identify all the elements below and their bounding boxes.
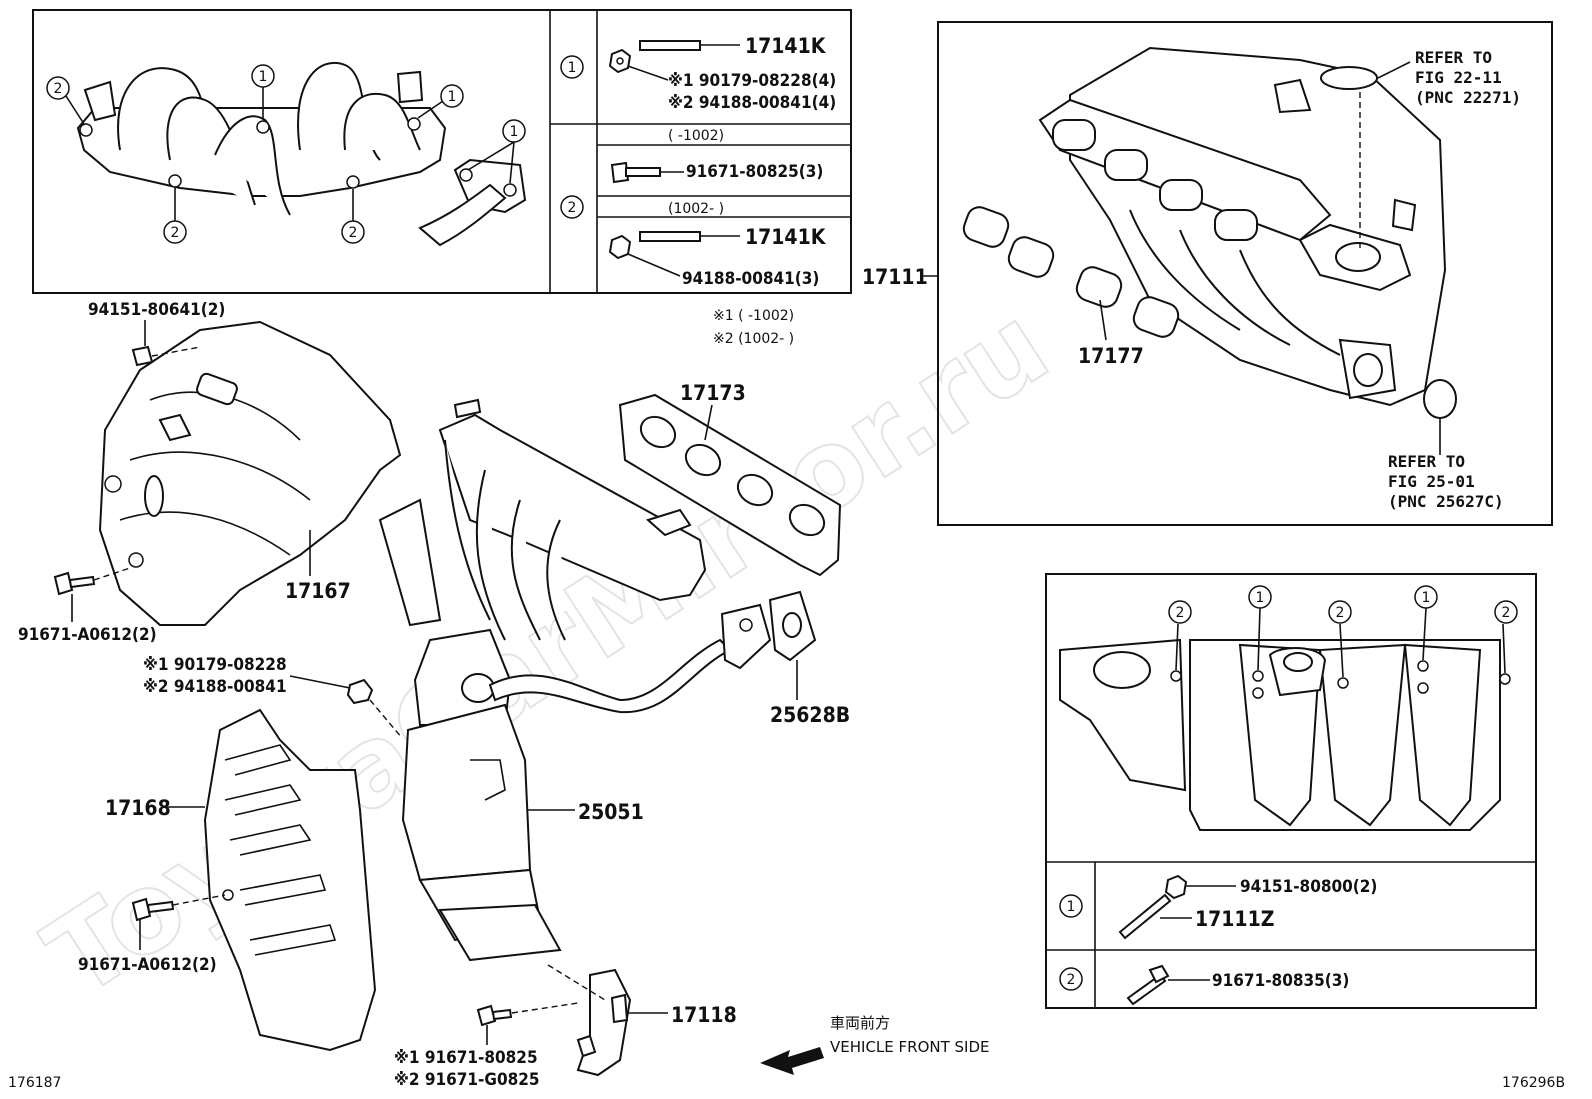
refer2-l2: FIG 25-01 xyxy=(1388,472,1475,491)
figure-id-right: 176296B xyxy=(1502,1075,1565,1091)
label-17118: 17118 xyxy=(671,1003,737,1027)
label-94188-00841: ※2 94188-00841 xyxy=(143,677,287,697)
svg-text:1: 1 xyxy=(1256,590,1265,606)
label-91671-80825-3: 91671-80825(3) xyxy=(686,162,823,182)
label-94188-4: ※2 94188-00841(4) xyxy=(668,93,836,113)
bracket-17118 xyxy=(547,964,632,1077)
figure-id-left: 176187 xyxy=(8,1075,61,1091)
svg-text:2: 2 xyxy=(1176,605,1185,621)
refer1-l2: FIG 22-11 xyxy=(1415,68,1502,87)
svg-text:1: 1 xyxy=(259,69,268,85)
label-17168: 17168 xyxy=(105,796,171,820)
footnote-1: ※1 ( -1002) xyxy=(713,308,794,324)
gasket-17173 xyxy=(618,393,842,577)
label-17111Z: 17111Z xyxy=(1195,907,1274,931)
o-ring-top xyxy=(1320,66,1378,90)
bolt-layout-drawing xyxy=(1059,607,1511,831)
label-25051: 25051 xyxy=(578,800,644,824)
refer2-l3: (PNC 25627C) xyxy=(1388,492,1504,511)
label-94188-3: 94188-00841(3) xyxy=(682,269,819,289)
nut-90179 xyxy=(346,678,374,705)
bolt-91671-A0612-a xyxy=(53,571,74,596)
svg-text:1: 1 xyxy=(510,124,519,140)
svg-text:1: 1 xyxy=(448,89,457,105)
svg-text:1: 1 xyxy=(568,60,577,76)
label-17173: 17173 xyxy=(680,381,746,405)
label-91671-80835: 91671-80835(3) xyxy=(1212,971,1349,991)
heat-insulator-17168 xyxy=(203,708,377,1052)
label-17177: 17177 xyxy=(1078,344,1144,368)
exhaust-manifold-25051 xyxy=(378,398,772,962)
o-ring-bottom xyxy=(1423,379,1457,419)
bottom-table: 1 2 94151-80800(2) 17111Z 91671-80835(3) xyxy=(1059,874,1377,1006)
label-91671-A0612-b: 91671-A0612(2) xyxy=(78,955,217,975)
refer1-l1: REFER TO xyxy=(1415,48,1492,67)
refer2-l1: REFER TO xyxy=(1388,452,1465,471)
svg-text:2: 2 xyxy=(349,225,358,241)
svg-text:2: 2 xyxy=(54,81,63,97)
label-17111: 17111 xyxy=(862,265,928,289)
svg-text:2: 2 xyxy=(568,200,577,216)
label-17141K-a: 17141K xyxy=(745,34,827,58)
footnote-2: ※2 (1002- ) xyxy=(713,331,794,347)
svg-text:1: 1 xyxy=(1067,899,1076,915)
intake-manifold-box xyxy=(937,21,1553,526)
inset-manifold-drawing xyxy=(65,61,527,247)
svg-text:2: 2 xyxy=(171,225,180,241)
refer1-l3: (PNC 22271) xyxy=(1415,88,1521,107)
direction-jp: 車両前方 xyxy=(830,1014,890,1032)
svg-text:2: 2 xyxy=(1067,972,1076,988)
range-b: (1002- ) xyxy=(668,201,724,217)
bolt-91671-A0612-b xyxy=(131,897,152,922)
label-94151-80641: 94151-80641(2) xyxy=(88,300,225,320)
label-25628B: 25628B xyxy=(770,703,850,727)
svg-text:2: 2 xyxy=(1502,605,1511,621)
vehicle-front-arrow xyxy=(760,1047,824,1075)
gasket-17177 xyxy=(962,206,1180,341)
direction-en: VEHICLE FRONT SIDE xyxy=(830,1038,990,1056)
bolt-layout-callouts: 2 1 2 1 2 xyxy=(1168,585,1518,624)
label-90179-4: ※1 90179-08228(4) xyxy=(668,71,836,91)
label-91671-G0825: ※2 91671-G0825 xyxy=(394,1070,540,1090)
inset-callouts: 2 1 1 2 2 1 xyxy=(46,64,526,244)
label-17141K-b: 17141K xyxy=(745,225,827,249)
label-17167: 17167 xyxy=(285,579,351,603)
bolt-91671-80825 xyxy=(476,1004,497,1027)
svg-text:2: 2 xyxy=(1336,605,1345,621)
label-94151-80800: 94151-80800(2) xyxy=(1240,877,1377,897)
bolt-layout-box xyxy=(1045,573,1537,1009)
range-a: ( -1002) xyxy=(668,128,724,144)
label-91671-A0612-a: 91671-A0612(2) xyxy=(18,625,157,645)
top-table: 1 2 17141K ※1 90179-08228(4) ※2 94188-00… xyxy=(560,34,836,289)
intake-manifold-drawing xyxy=(1038,46,1447,407)
top-inset-box xyxy=(32,9,852,294)
label-91671-80825: ※1 91671-80825 xyxy=(394,1048,538,1068)
label-90179-08228: ※1 90179-08228 xyxy=(143,655,287,675)
heat-insulator-17167 xyxy=(98,320,402,626)
nut-94151-80641 xyxy=(131,345,154,367)
svg-text:1: 1 xyxy=(1422,590,1431,606)
